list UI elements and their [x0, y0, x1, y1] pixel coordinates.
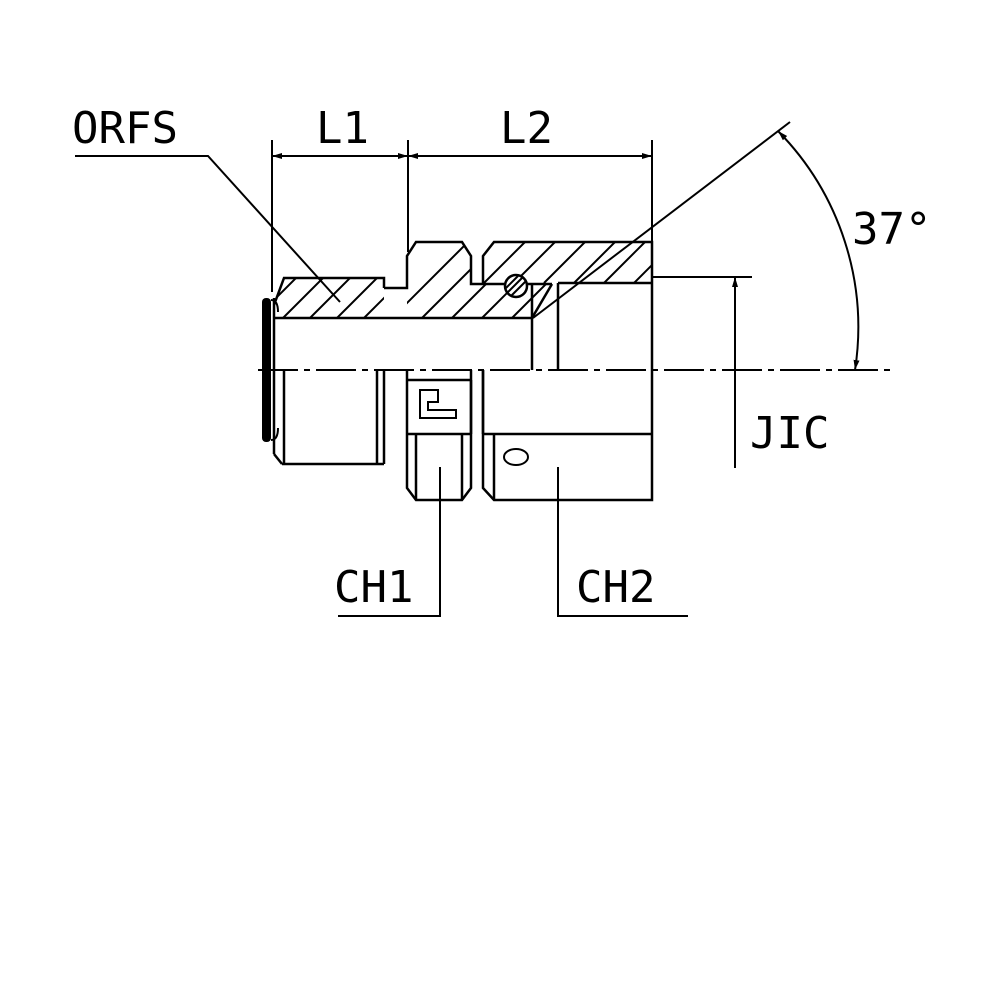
- jic-dimension: [652, 276, 752, 468]
- label-angle: 37°: [852, 204, 931, 255]
- angle-dimension: [532, 121, 860, 371]
- orfs-end: [272, 276, 532, 466]
- label-l2: L2: [500, 103, 553, 154]
- nut-hole: [503, 448, 529, 466]
- label-ch1: CH1: [334, 562, 413, 613]
- leader-lines: [75, 155, 688, 617]
- label-orfs: ORFS: [72, 103, 178, 154]
- logo-mark: [419, 389, 457, 419]
- label-l1: L1: [316, 103, 369, 154]
- sealing-ball: [503, 273, 529, 299]
- dimension-lines: [271, 140, 653, 292]
- label-jic: JIC: [750, 408, 829, 459]
- label-ch2: CH2: [576, 562, 655, 613]
